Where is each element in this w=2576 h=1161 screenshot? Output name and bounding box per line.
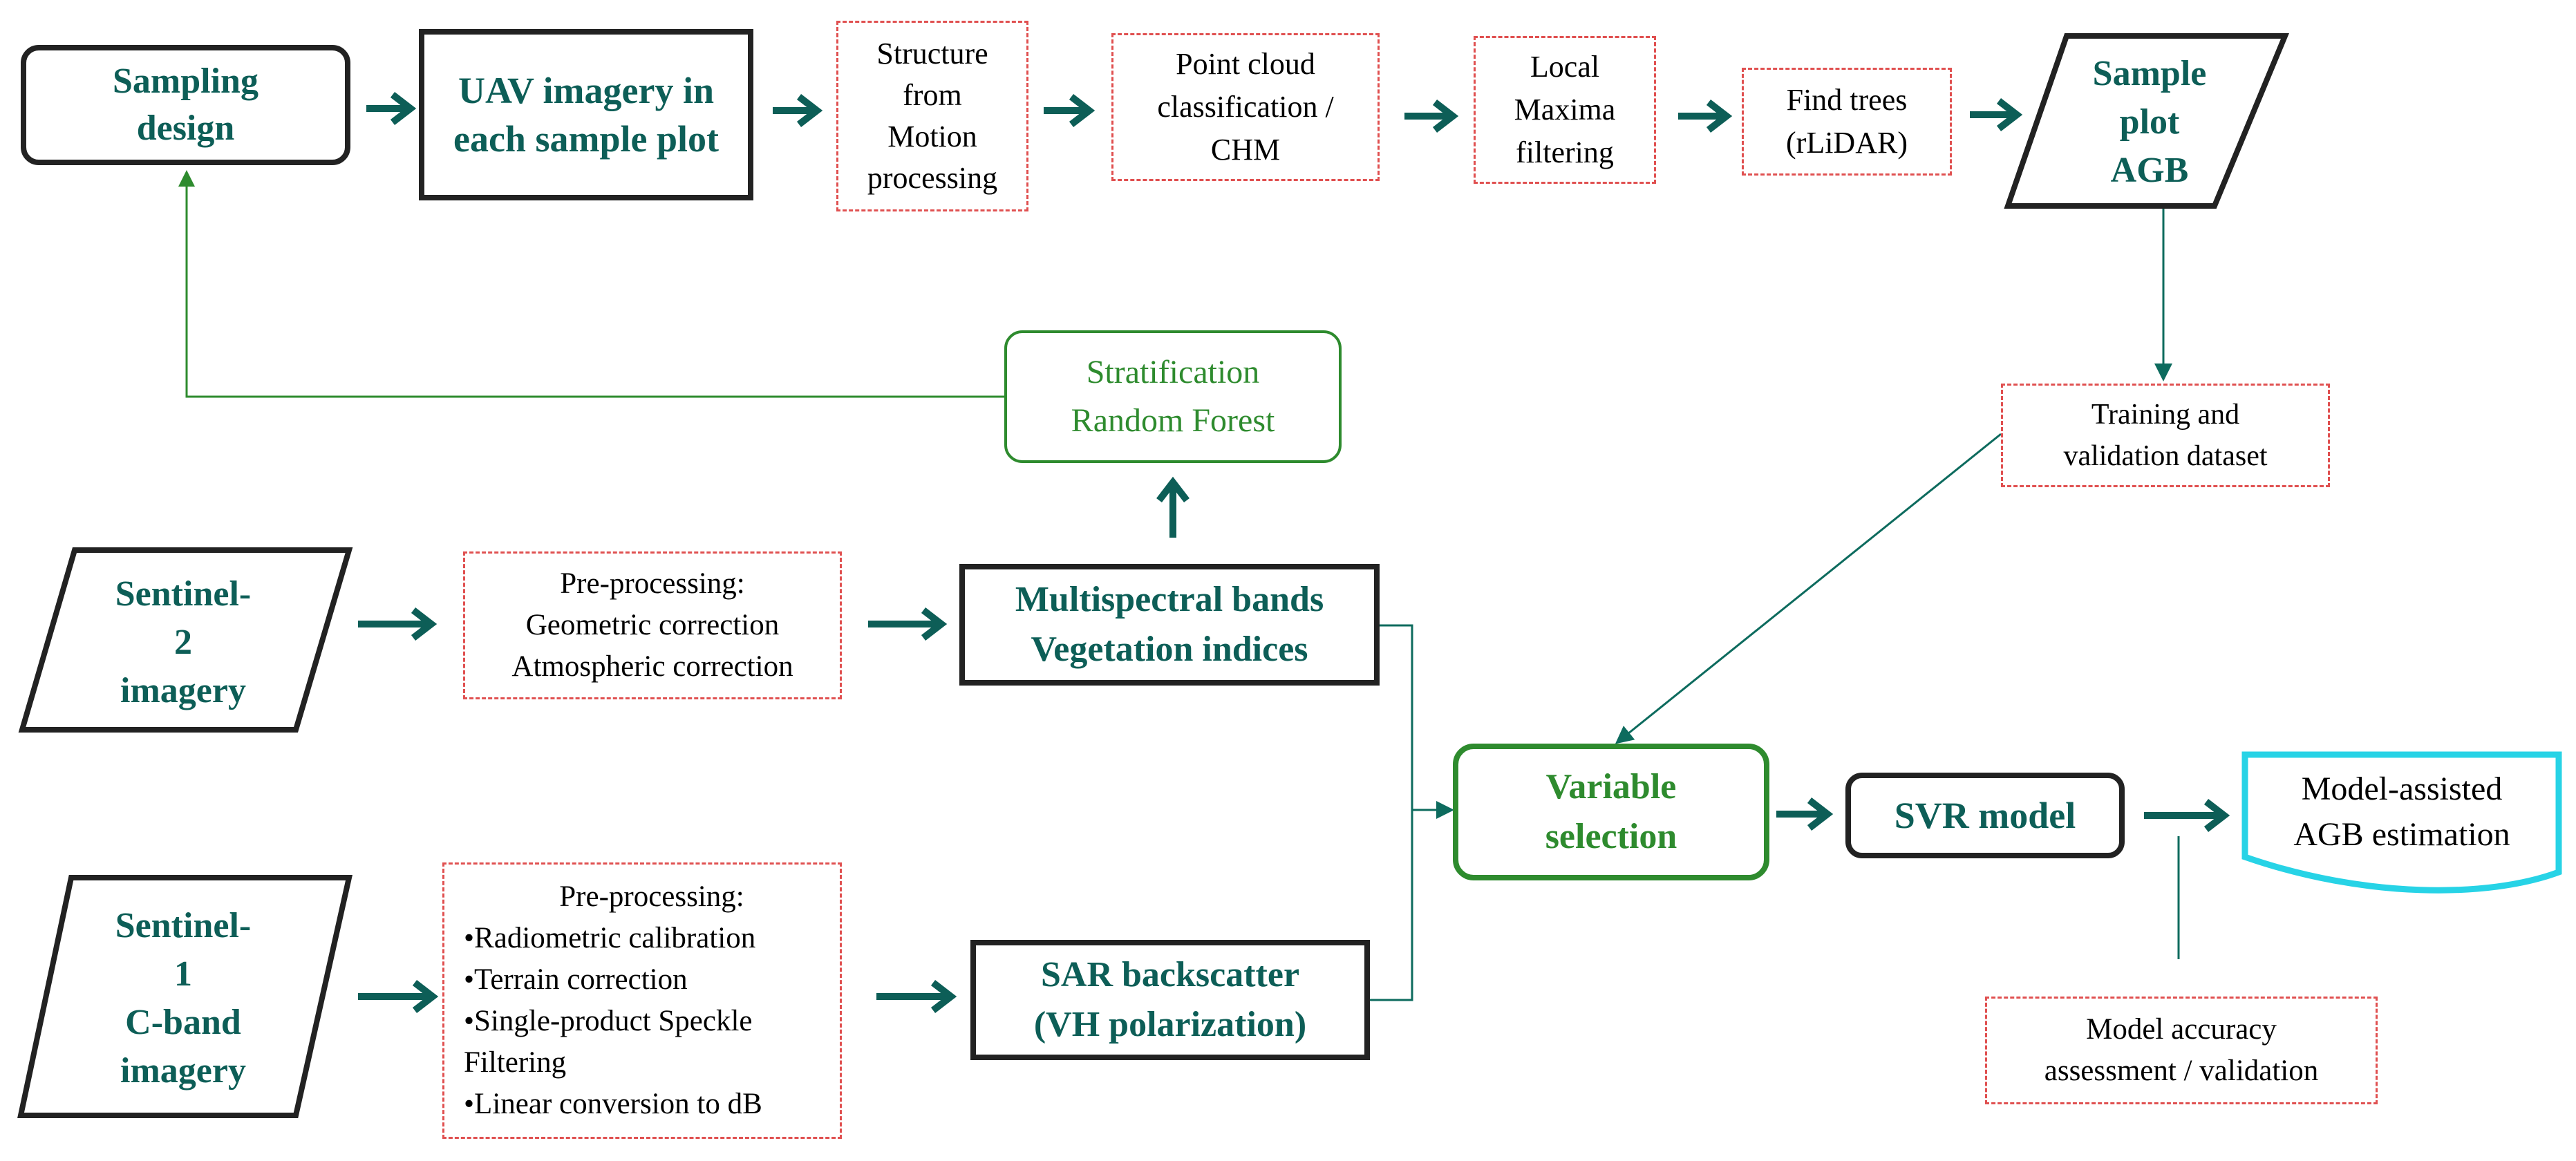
line-multispectral-to-varsel <box>1380 624 1454 819</box>
sentinel1-label: Sentinel- 1 C-band imagery <box>69 891 297 1106</box>
agb-line-2: plot <box>2119 102 2180 142</box>
agb-line-3: AGB <box>2110 151 2189 190</box>
sentinel1-line-2: 1 <box>174 954 192 994</box>
model-assisted-line-1: Model-assisted <box>2301 771 2503 807</box>
arrow-multispectral-to-stratification <box>1156 476 1190 538</box>
sentinel1-line-4: imagery <box>120 1051 246 1091</box>
sentinel2-line-2: 2 <box>174 623 192 662</box>
line-training-to-varsel <box>1615 433 2002 744</box>
sar-line-2: (VH polarization) <box>1033 1005 1307 1044</box>
arrow-preproc-to-multispectral <box>868 607 948 641</box>
preproc-s1-title: Pre-processing: <box>559 880 744 913</box>
preproc-s1-item-4: Filtering <box>464 1046 567 1079</box>
preproc-s1-item-2: •Terrain correction <box>464 963 688 996</box>
arrow-sampling-to-uav <box>366 92 417 125</box>
variable-selection-line-2: selection <box>1545 817 1677 856</box>
sfm-line-3: Motion <box>887 120 977 153</box>
arrow-sfm-to-pointcloud <box>1044 94 1096 127</box>
sentinel2-line-3: imagery <box>120 671 246 710</box>
sfm-line-1: Structure <box>876 37 988 70</box>
local-maxima-box: Local Maxima filtering <box>1474 36 1656 184</box>
training-dataset-box: Training and validation dataset <box>2001 384 2330 487</box>
point-cloud-line-1: Point cloud <box>1176 47 1315 81</box>
point-cloud-box: Point cloud classification / CHM <box>1111 33 1380 181</box>
find-trees-line-1: Find trees <box>1786 83 1908 117</box>
preproc-s2-line-3: Atmospheric correction <box>511 650 793 683</box>
accuracy-line-1: Model accuracy <box>2086 1013 2277 1046</box>
arrow-pointcloud-to-maxima <box>1404 100 1459 133</box>
sfm-line-4: processing <box>867 161 998 195</box>
sample-plot-agb-label: Sample plot AGB <box>2067 50 2232 195</box>
model-assisted-line-2: AGB estimation <box>2293 816 2510 853</box>
preprocessing-s1-box: Pre-processing: •Radiometric calibration… <box>442 862 842 1139</box>
arrow-varsel-to-svr <box>1776 797 1834 831</box>
stratification-line-1: Stratification <box>1086 354 1260 390</box>
sampling-design-box: Sampling design <box>21 45 350 165</box>
stratification-box: Stratification Random Forest <box>1004 330 1342 463</box>
sfm-processing-box: Structure from Motion processing <box>836 21 1028 211</box>
uav-imagery-box: UAV imagery in each sample plot <box>419 29 753 200</box>
preprocessing-s2-box: Pre-processing: Geometric correction Atm… <box>463 551 842 699</box>
sentinel2-shape <box>18 547 353 733</box>
uav-line-2: each sample plot <box>453 118 719 160</box>
sentinel2-label: Sentinel- 2 imagery <box>69 560 297 726</box>
agb-line-1: Sample <box>2092 54 2207 93</box>
training-line-2: validation dataset <box>2063 440 2268 472</box>
stratification-line-2: Random Forest <box>1071 402 1275 439</box>
arrow-svr-to-model-assisted <box>2144 799 2230 832</box>
sentinel1-line-1: Sentinel- <box>115 906 252 945</box>
preproc-s2-line-1: Pre-processing: <box>560 567 745 600</box>
variable-selection-line-1: Variable <box>1545 767 1677 806</box>
model-assisted-label: Model-assisted AGB estimation <box>2248 760 2556 864</box>
line-stratification-to-sampling <box>178 170 1006 398</box>
sar-backscatter-box: SAR backscatter (VH polarization) <box>970 940 1370 1060</box>
sentinel2-line-1: Sentinel- <box>115 574 252 614</box>
arrow-preproc-to-sar <box>876 980 957 1013</box>
local-maxima-line-2: Maxima <box>1514 93 1616 126</box>
arrow-uav-to-sfm <box>773 94 823 127</box>
multispectral-line-1: Multispectral bands <box>1015 580 1324 619</box>
local-maxima-line-1: Local <box>1530 50 1600 84</box>
sampling-design-line-1: Sampling <box>113 62 258 101</box>
preproc-s1-item-5: •Linear conversion to dB <box>464 1088 762 1120</box>
arrow-findtrees-to-agb <box>1970 98 2023 131</box>
svr-model-box: SVR model <box>1845 773 2125 858</box>
model-accuracy-box: Model accuracy assessment / validation <box>1985 997 2378 1104</box>
multispectral-line-2: Vegetation indices <box>1031 630 1308 669</box>
local-maxima-line-3: filtering <box>1516 135 1614 169</box>
sample-plot-agb-shape <box>2004 33 2289 209</box>
sentinel1-shape <box>17 875 352 1118</box>
preproc-s1-item-1: •Radiometric calibration <box>464 922 756 954</box>
sfm-line-2: from <box>903 78 962 112</box>
preproc-s1-item-3: •Single-product Speckle <box>464 1005 753 1037</box>
point-cloud-line-2: classification / <box>1157 90 1334 124</box>
svr-model-label: SVR model <box>1894 795 2076 836</box>
point-cloud-line-3: CHM <box>1210 133 1281 167</box>
sampling-design-line-2: design <box>136 108 235 148</box>
arrow-s1-to-preproc <box>358 980 439 1013</box>
line-sar-to-varsel <box>1370 810 1413 1001</box>
arrow-maxima-to-findtrees <box>1678 100 1733 133</box>
arrow-s2-to-preproc <box>358 607 438 641</box>
variable-selection-box: Variable selection <box>1453 744 1769 880</box>
accuracy-line-2: assessment / validation <box>2044 1055 2319 1087</box>
uav-line-1: UAV imagery in <box>458 70 714 111</box>
sentinel1-line-3: C-band <box>125 1003 241 1042</box>
find-trees-line-2: (rLiDAR) <box>1786 126 1908 160</box>
training-line-1: Training and <box>2091 399 2240 431</box>
multispectral-box: Multispectral bands Vegetation indices <box>959 564 1380 686</box>
sar-line-1: SAR backscatter <box>1040 955 1300 994</box>
find-trees-box: Find trees (rLiDAR) <box>1742 68 1952 176</box>
model-assisted-document-shape <box>2241 751 2562 894</box>
preproc-s2-line-2: Geometric correction <box>525 609 780 641</box>
